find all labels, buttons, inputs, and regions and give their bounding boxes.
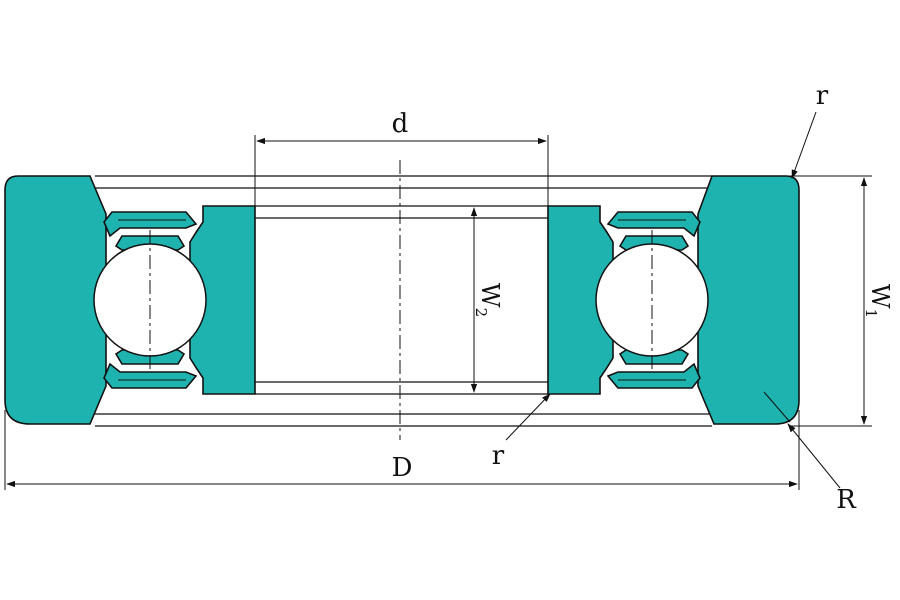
dimension-bore: d: [254, 109, 549, 206]
leader-outer-radius: R: [763, 391, 857, 515]
label-bore: d: [392, 109, 409, 139]
label-width-outer: W1: [862, 284, 894, 318]
inner-ring-right: [547, 205, 614, 395]
dimension-width-inner: W2: [470, 207, 504, 393]
leader-radius-top: r: [791, 81, 829, 179]
outer-ring-right: [697, 175, 800, 425]
label-width-inner: W2: [472, 283, 504, 317]
inner-ring-left: [189, 205, 256, 395]
dimension-outer-diameter: D: [4, 410, 800, 490]
label-outer-radius: R: [836, 485, 857, 515]
outer-ring-left: [4, 175, 107, 425]
seal-left: [103, 211, 198, 389]
leader-radius-bottom: r: [492, 393, 551, 471]
dimension-width-outer: W1: [790, 175, 894, 427]
label-radius-bottom: r: [492, 441, 505, 471]
label-outer-diameter: D: [392, 453, 413, 483]
housing-outline: [95, 175, 712, 427]
label-radius-top: r: [816, 81, 829, 111]
seal-right: [606, 211, 701, 389]
